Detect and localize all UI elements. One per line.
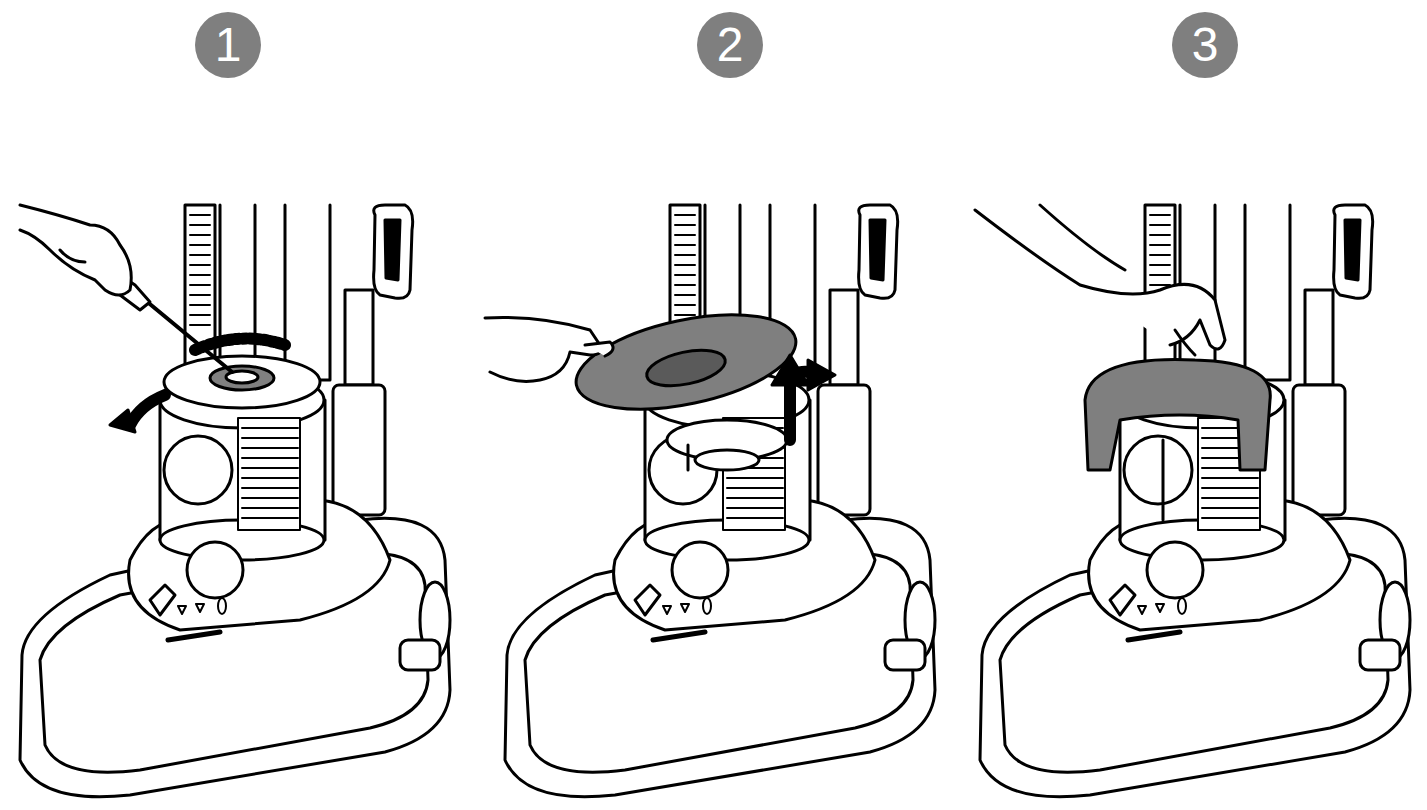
step-number: 1 xyxy=(215,21,242,69)
step-number-circle: 3 xyxy=(1172,12,1238,78)
step-number: 2 xyxy=(717,21,744,69)
step-number: 3 xyxy=(1192,21,1219,69)
step-number-circle: 2 xyxy=(697,12,763,78)
step-number-circle: 1 xyxy=(195,12,261,78)
